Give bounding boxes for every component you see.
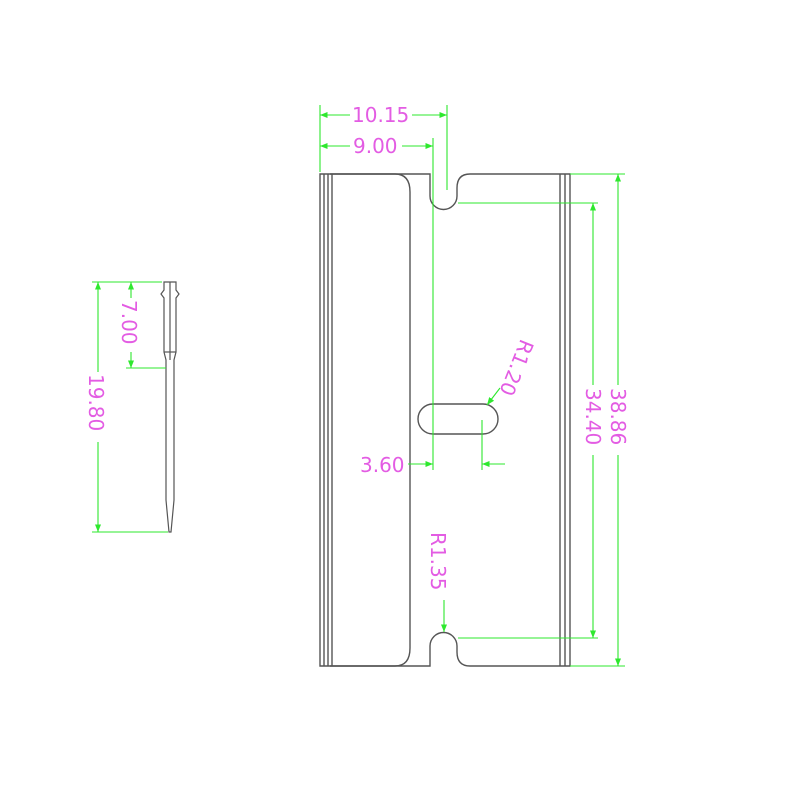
label-top-width-inner: 9.00: [353, 134, 398, 158]
blade-side-view: [160, 281, 180, 533]
label-slot-radius: R1.20: [494, 336, 538, 399]
label-height-overall: 38.86: [606, 388, 630, 445]
side-profile: [160, 281, 180, 533]
blade-outline: [319, 173, 571, 667]
label-notch-radius: R1.35: [426, 532, 450, 590]
center-slot: [417, 403, 499, 435]
dimension-lines: [92, 105, 625, 667]
leader-slot-radius: [486, 387, 501, 406]
label-height-inner: 34.40: [581, 388, 605, 445]
label-side-long: 19.80: [84, 374, 108, 431]
bevel-outline: [330, 173, 411, 667]
dimension-labels: 10.15 9.00 38.86 34.40 R1.20 3.60 R1.35 …: [84, 103, 630, 590]
blade-front-view: [319, 173, 571, 667]
label-top-width-overall: 10.15: [352, 103, 409, 127]
label-side-short: 7.00: [117, 300, 141, 345]
label-slot-offset: 3.60: [360, 453, 405, 477]
